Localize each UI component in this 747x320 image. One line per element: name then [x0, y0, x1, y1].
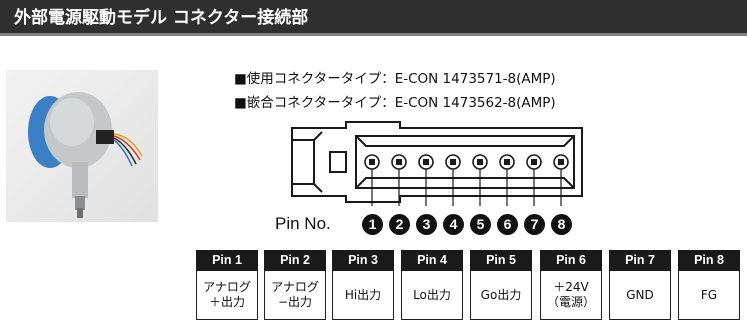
pin-function: Lo出力 — [401, 271, 463, 320]
pin-cell-8: Pin 8 FG — [678, 250, 740, 320]
pin-number-5: 5 — [470, 214, 491, 235]
section-header: 外部電源駆動モデル コネクター接続部 — [0, 0, 747, 36]
pin-function: アナログ −出力 — [264, 271, 326, 320]
pin-header: Pin 3 — [332, 250, 394, 271]
pin-number-1: 1 — [362, 214, 383, 235]
pin-no-label: Pin No. — [275, 214, 331, 233]
pin-function: ＋24V （電源） — [540, 271, 602, 320]
pin-number-4: 4 — [443, 214, 464, 235]
spec-used-connector: ■使用コネクタータイプ：E-CON 1473571-8(AMP) — [234, 71, 556, 87]
sensor-photo — [6, 70, 158, 222]
pin-number-8: 8 — [551, 214, 572, 235]
pin-number-6: 6 — [497, 214, 518, 235]
pin-number-2: 2 — [389, 214, 410, 235]
connector-specs: ■使用コネクタータイプ：E-CON 1473571-8(AMP) ■嵌合コネクタ… — [234, 67, 556, 115]
pin-number-7: 7 — [524, 214, 545, 235]
pin-header: Pin 4 — [401, 250, 463, 271]
pin-function: GND — [609, 271, 671, 320]
pin-header: Pin 7 — [609, 250, 671, 271]
spec-mating-connector: ■嵌合コネクタータイプ：E-CON 1473562-8(AMP) — [234, 95, 556, 111]
pin-cell-3: Pin 3 Hi出力 — [332, 250, 394, 320]
pin-cell-1: Pin 1 アナログ ＋出力 — [196, 250, 258, 320]
pin-header: Pin 5 — [470, 250, 532, 271]
pin-header: Pin 6 — [540, 250, 602, 271]
pin-function: FG — [678, 271, 740, 320]
pin-cell-5: Pin 5 Go出力 — [470, 250, 532, 320]
pin-cell-6: Pin 6 ＋24V （電源） — [540, 250, 602, 320]
pin-number-3: 3 — [416, 214, 437, 235]
section-title: 外部電源駆動モデル コネクター接続部 — [14, 8, 309, 28]
pin-header: Pin 1 — [196, 250, 258, 271]
pin-cell-2: Pin 2 アナログ −出力 — [264, 250, 326, 320]
pin-header: Pin 2 — [264, 250, 326, 271]
pin-cell-4: Pin 4 Lo出力 — [401, 250, 463, 320]
pin-header: Pin 8 — [678, 250, 740, 271]
pin-cell-7: Pin 7 GND — [609, 250, 671, 320]
pin-function: アナログ ＋出力 — [196, 271, 258, 320]
pin-function: Go出力 — [470, 271, 532, 320]
connector-diagram — [291, 121, 583, 206]
pin-function: Hi出力 — [332, 271, 394, 320]
